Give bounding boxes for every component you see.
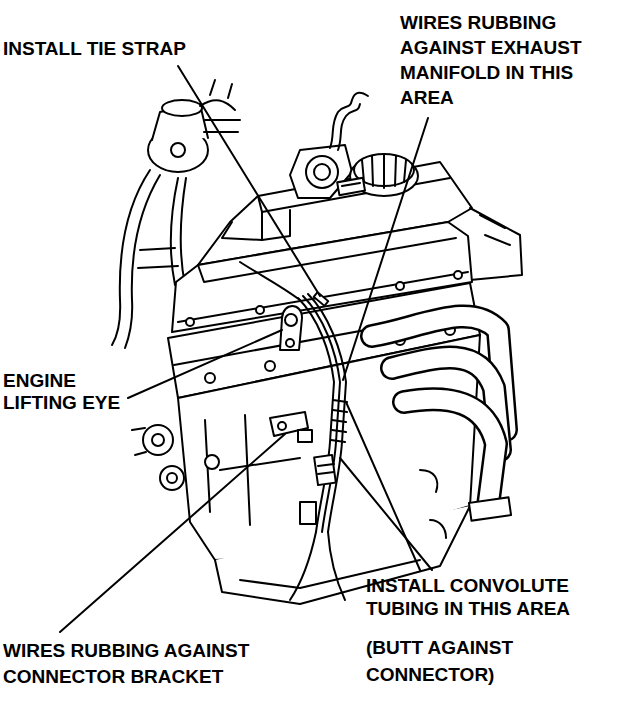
wire-harness xyxy=(240,262,300,300)
callout-label-box: (BUTT AGAINST CONNECTOR) xyxy=(366,634,578,688)
callout-label-box: WIRES RUBBING AGAINST EXHAUST MANIFOLD I… xyxy=(400,10,605,110)
pulley xyxy=(205,455,219,469)
pulley xyxy=(132,425,219,490)
callout-label: ENGINE LIFTING EYE xyxy=(3,370,135,414)
thermostat-housing xyxy=(306,156,338,188)
leader-line xyxy=(343,118,428,380)
pulley xyxy=(160,466,184,490)
thermostat-housing xyxy=(338,104,360,150)
connector xyxy=(300,455,446,538)
connector-bracket xyxy=(298,430,312,442)
leader-line xyxy=(178,66,320,296)
valve-cover xyxy=(454,271,462,279)
cylinder-head xyxy=(205,373,215,383)
callout-label-box: INSTALL CONVOLUTE TUBING IN THIS AREA xyxy=(366,574,606,620)
connector xyxy=(314,455,336,485)
vacuum-hose xyxy=(125,175,160,348)
thermostat-housing xyxy=(222,222,262,240)
connector xyxy=(318,464,334,474)
cam-housing xyxy=(480,215,510,245)
wire-harness xyxy=(308,294,346,532)
leader-line xyxy=(60,434,285,632)
distributor xyxy=(162,100,202,116)
callout-label: INSTALL CONVOLUTE TUBING IN THIS AREA xyxy=(366,574,606,620)
cam-housing xyxy=(258,178,450,212)
vacuum-hose xyxy=(171,178,178,285)
callout-label-box: ENGINE LIFTING EYE xyxy=(3,370,135,414)
tie-strap xyxy=(314,292,329,306)
thermostat-housing xyxy=(222,93,368,240)
thermostat-housing xyxy=(330,93,368,148)
wire-harness xyxy=(240,262,347,600)
wire-harness xyxy=(331,400,347,442)
lifting-eye xyxy=(280,306,302,350)
connector xyxy=(300,502,316,524)
vacuum-hose xyxy=(138,248,178,268)
connector xyxy=(430,520,446,538)
wire-harness xyxy=(290,532,345,600)
leader-line xyxy=(128,330,282,398)
callout-label: INSTALL TIE STRAP xyxy=(3,38,233,60)
tie-strap xyxy=(314,292,329,306)
exhaust-manifold xyxy=(420,470,437,492)
distributor xyxy=(210,80,232,98)
callout-label: (BUTT AGAINST CONNECTOR) xyxy=(366,634,578,688)
callout-label-box: WIRES RUBBING AGAINST CONNECTOR BRACKET xyxy=(3,638,303,690)
thermostat-housing xyxy=(314,164,330,180)
connector-bracket xyxy=(270,412,312,442)
valve-cover xyxy=(186,318,194,326)
lifting-eye xyxy=(280,306,302,350)
exhaust-manifold xyxy=(404,399,496,506)
exhaust-manifold xyxy=(404,399,496,506)
oil-filler-cap xyxy=(337,178,365,195)
connector-bracket xyxy=(278,422,286,430)
callout-label: WIRES RUBBING AGAINST CONNECTOR BRACKET xyxy=(3,638,303,690)
pulley xyxy=(167,473,177,483)
oil-filler-cap xyxy=(362,154,406,188)
callout-label-box: INSTALL TIE STRAP xyxy=(3,38,233,60)
callout-label: WIRES RUBBING AGAINST EXHAUST MANIFOLD I… xyxy=(400,10,605,110)
cam-housing xyxy=(470,208,522,280)
pulley xyxy=(152,434,164,446)
leader-line xyxy=(60,66,432,632)
valve-cover xyxy=(198,238,456,282)
exhaust-manifold xyxy=(372,316,511,520)
lifting-eye xyxy=(285,314,297,326)
valve-cover xyxy=(396,282,404,290)
distributor xyxy=(200,100,240,132)
leader-line xyxy=(340,458,432,570)
cylinder-head xyxy=(265,361,275,371)
vacuum-hose xyxy=(181,178,186,285)
engine-block xyxy=(178,335,480,604)
distributor xyxy=(171,143,185,157)
pulley xyxy=(132,428,146,455)
valve-cover xyxy=(256,306,264,314)
exhaust-manifold xyxy=(469,497,511,520)
oil-filler-cap xyxy=(337,154,418,196)
leader-line xyxy=(346,402,420,570)
oil-filler-cap xyxy=(342,183,360,186)
lifting-eye xyxy=(286,339,294,347)
pulley xyxy=(143,425,173,455)
